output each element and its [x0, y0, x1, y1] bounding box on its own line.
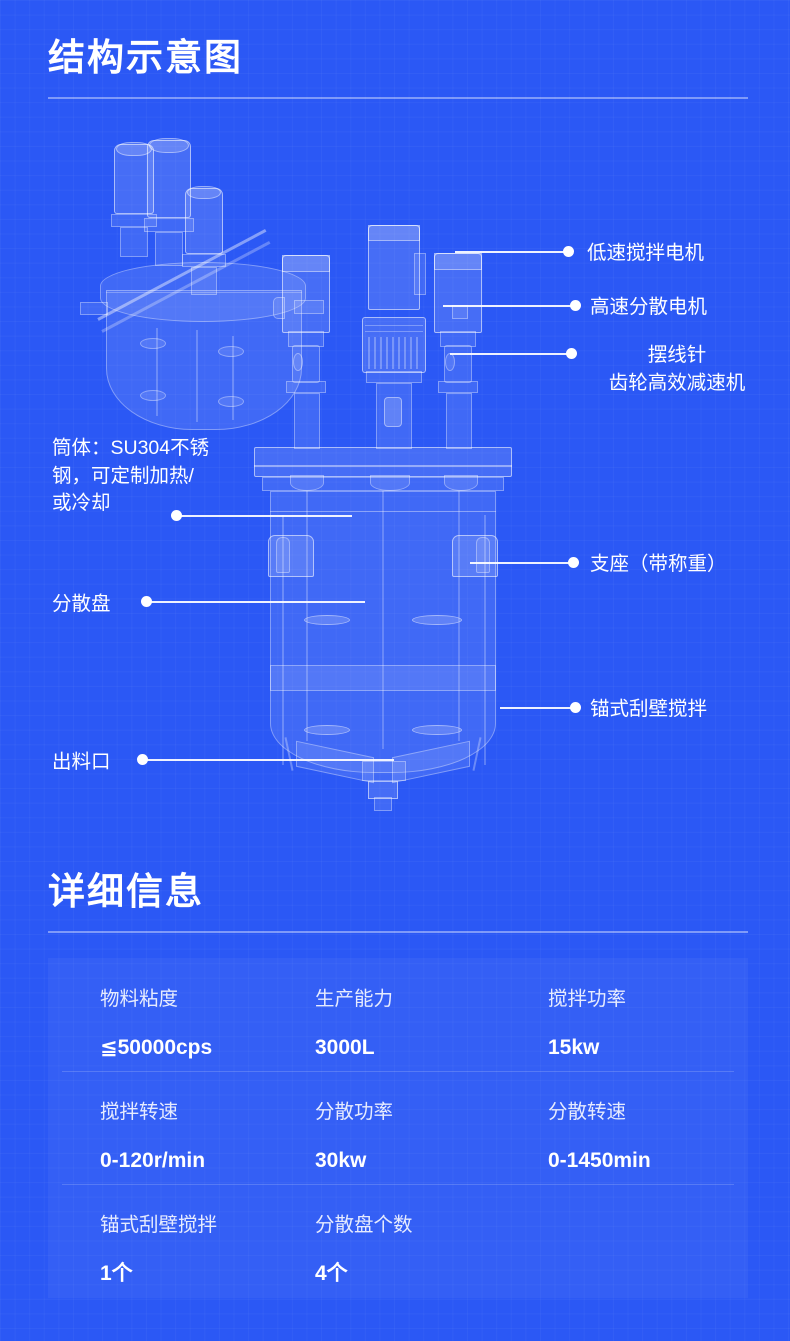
spec-key: 分散功率 [315, 1101, 394, 1123]
spec-value: ≦50000cps [100, 1035, 213, 1059]
details-title: 详细信息 [48, 871, 204, 912]
dot-disperser-disc [141, 596, 152, 607]
callout-support: 支座（带称重） [590, 553, 727, 575]
spec-value: 15kw [548, 1035, 600, 1059]
callout-high-speed-motor: 高速分散电机 [590, 296, 708, 318]
main-tank-illustration [254, 225, 562, 845]
leader-support [470, 562, 570, 564]
leader-low-speed-motor [455, 251, 565, 253]
spec-cell: 分散功率 30kw [281, 1071, 514, 1184]
callout-disperser-disc: 分散盘 [52, 593, 111, 615]
leader-reducer [450, 353, 568, 355]
isometric-tank-illustration [80, 138, 324, 430]
leader-disperser-disc [150, 601, 365, 603]
leader-anchor-stirrer [500, 707, 572, 709]
dot-reducer [566, 348, 577, 359]
spec-key: 搅拌功率 [548, 988, 627, 1010]
leader-high-speed-motor [443, 305, 573, 307]
callout-tank-body: 筒体：SU304不锈 钢，可定制加热/ 或冷却 [52, 437, 210, 515]
details-section-header: 详细信息 [48, 871, 748, 933]
spec-key: 物料粘度 [100, 988, 179, 1010]
callout-discharge-port: 出料口 [52, 751, 111, 773]
spec-cell: 搅拌转速 0-120r/min [48, 1071, 281, 1184]
leader-tank-body [180, 515, 352, 517]
details-divider [48, 930, 748, 933]
spec-value: 30kw [315, 1148, 367, 1172]
dot-anchor-stirrer [570, 702, 581, 713]
spec-cell: 搅拌功率 15kw [514, 958, 747, 1071]
spec-cell [514, 1184, 747, 1297]
spec-cell: 锚式刮壁搅拌 1个 [48, 1184, 281, 1297]
spec-value: 3000L [315, 1035, 375, 1059]
spec-value: 0-1450min [548, 1148, 651, 1172]
table-row: 搅拌转速 0-120r/min 分散功率 30kw 分散转速 0-1450min [48, 1071, 748, 1184]
page-title: 结构示意图 [48, 37, 243, 78]
dot-tank-body [171, 510, 182, 521]
dot-low-speed-motor [563, 246, 574, 257]
spec-value: 0-120r/min [100, 1148, 206, 1172]
structure-diagram: 低速搅拌电机 高速分散电机 摆线针 齿轮高效减速机 支座（带称重） 锚式刮壁搅拌… [0, 110, 790, 850]
spec-key: 分散转速 [548, 1101, 627, 1123]
table-row: 物料粘度 ≦50000cps 生产能力 3000L 搅拌功率 15kw [48, 958, 748, 1071]
spec-key: 锚式刮壁搅拌 [100, 1214, 218, 1236]
leader-discharge-port [146, 759, 394, 761]
dot-high-speed-motor [570, 300, 581, 311]
table-row: 锚式刮壁搅拌 1个 分散盘个数 4个 [48, 1184, 748, 1297]
dot-discharge-port [137, 754, 148, 765]
spec-key: 搅拌转速 [100, 1101, 179, 1123]
callout-reducer: 摆线针 齿轮高效减速机 [608, 344, 746, 394]
spec-key: 分散盘个数 [315, 1214, 413, 1236]
spec-value: 4个 [315, 1261, 348, 1285]
spec-cell: 分散转速 0-1450min [514, 1071, 747, 1184]
specification-table: 物料粘度 ≦50000cps 生产能力 3000L 搅拌功率 15kw 搅拌转速… [48, 958, 748, 1298]
structure-section-header: 结构示意图 [48, 37, 748, 99]
spec-cell: 生产能力 3000L [281, 958, 514, 1071]
spec-cell: 物料粘度 ≦50000cps [48, 958, 281, 1071]
callout-anchor-stirrer: 锚式刮壁搅拌 [590, 698, 708, 720]
spec-cell: 分散盘个数 4个 [281, 1184, 514, 1297]
spec-value: 1个 [100, 1261, 133, 1285]
dot-support [568, 557, 579, 568]
spec-key: 生产能力 [315, 988, 394, 1010]
callout-low-speed-motor: 低速搅拌电机 [587, 242, 705, 264]
header-divider [48, 96, 748, 99]
